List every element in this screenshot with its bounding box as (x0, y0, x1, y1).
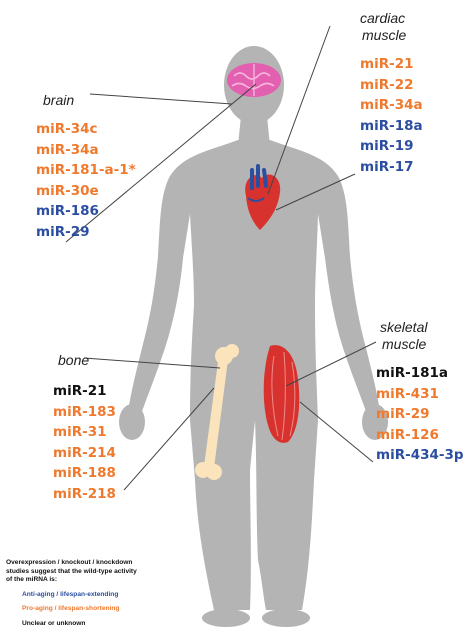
legend-pro-aging: Pro-aging / lifespan-shortening (22, 605, 266, 614)
legend-anti-aging: Anti-aging / lifespan-extending (22, 591, 266, 600)
cardiac-title-line2: muscle (362, 27, 406, 44)
mirna-item: miR-186 (36, 201, 136, 222)
mirna-item: miR-188 (53, 463, 116, 484)
mirna-item: miR-19 (360, 136, 423, 157)
mirna-item: miR-17 (360, 157, 423, 178)
mirna-item: miR-29 (376, 404, 464, 425)
mirna-item: miR-218 (53, 484, 116, 505)
mirna-item: miR-21 (360, 54, 423, 75)
mirna-item: miR-22 (360, 75, 423, 96)
mirna-item: miR-34a (36, 140, 136, 161)
legend-intro-line1: Overexpression / knockout / knockdown (6, 559, 266, 568)
mirna-item: miR-34a (360, 95, 423, 116)
body-silhouette (119, 46, 388, 627)
cardiac-muscle-title: cardiac muscle (360, 10, 406, 44)
mirna-item: miR-434-3p (376, 445, 464, 466)
mirna-item: miR-431 (376, 384, 464, 405)
mirna-item: miR-126 (376, 425, 464, 446)
brain-illustration (227, 63, 281, 97)
legend-unknown: Unclear or unknown (22, 620, 266, 629)
mirna-item: miR-21 (53, 381, 116, 402)
skeletal-title-line2: muscle (382, 336, 427, 353)
legend-intro-line2: studies suggest that the wild-type activ… (6, 568, 266, 577)
mirna-item: miR-30e (36, 181, 136, 202)
brain-label-line (90, 94, 232, 104)
bone-title: bone (58, 352, 89, 369)
cardiac-title-line1: cardiac (360, 10, 406, 27)
legend: Overexpression / knockout / knockdown st… (6, 559, 266, 629)
legend-intro-line3: of the miRNA is: (6, 576, 266, 585)
mirna-item: miR-181a (376, 363, 464, 384)
mirna-item: miR-31 (53, 422, 116, 443)
skeletal-title-line1: skeletal (380, 319, 427, 336)
mirna-item: miR-214 (53, 443, 116, 464)
mirna-item: miR-29 (36, 222, 136, 243)
mirna-item: miR-34c (36, 119, 136, 140)
mirna-item: miR-181-a-1* (36, 160, 136, 181)
mirna-item: miR-18a (360, 116, 423, 137)
skeletal-muscle-title: skeletal muscle (380, 319, 427, 353)
brain-title: brain (43, 92, 74, 109)
mirna-item: miR-183 (53, 402, 116, 423)
